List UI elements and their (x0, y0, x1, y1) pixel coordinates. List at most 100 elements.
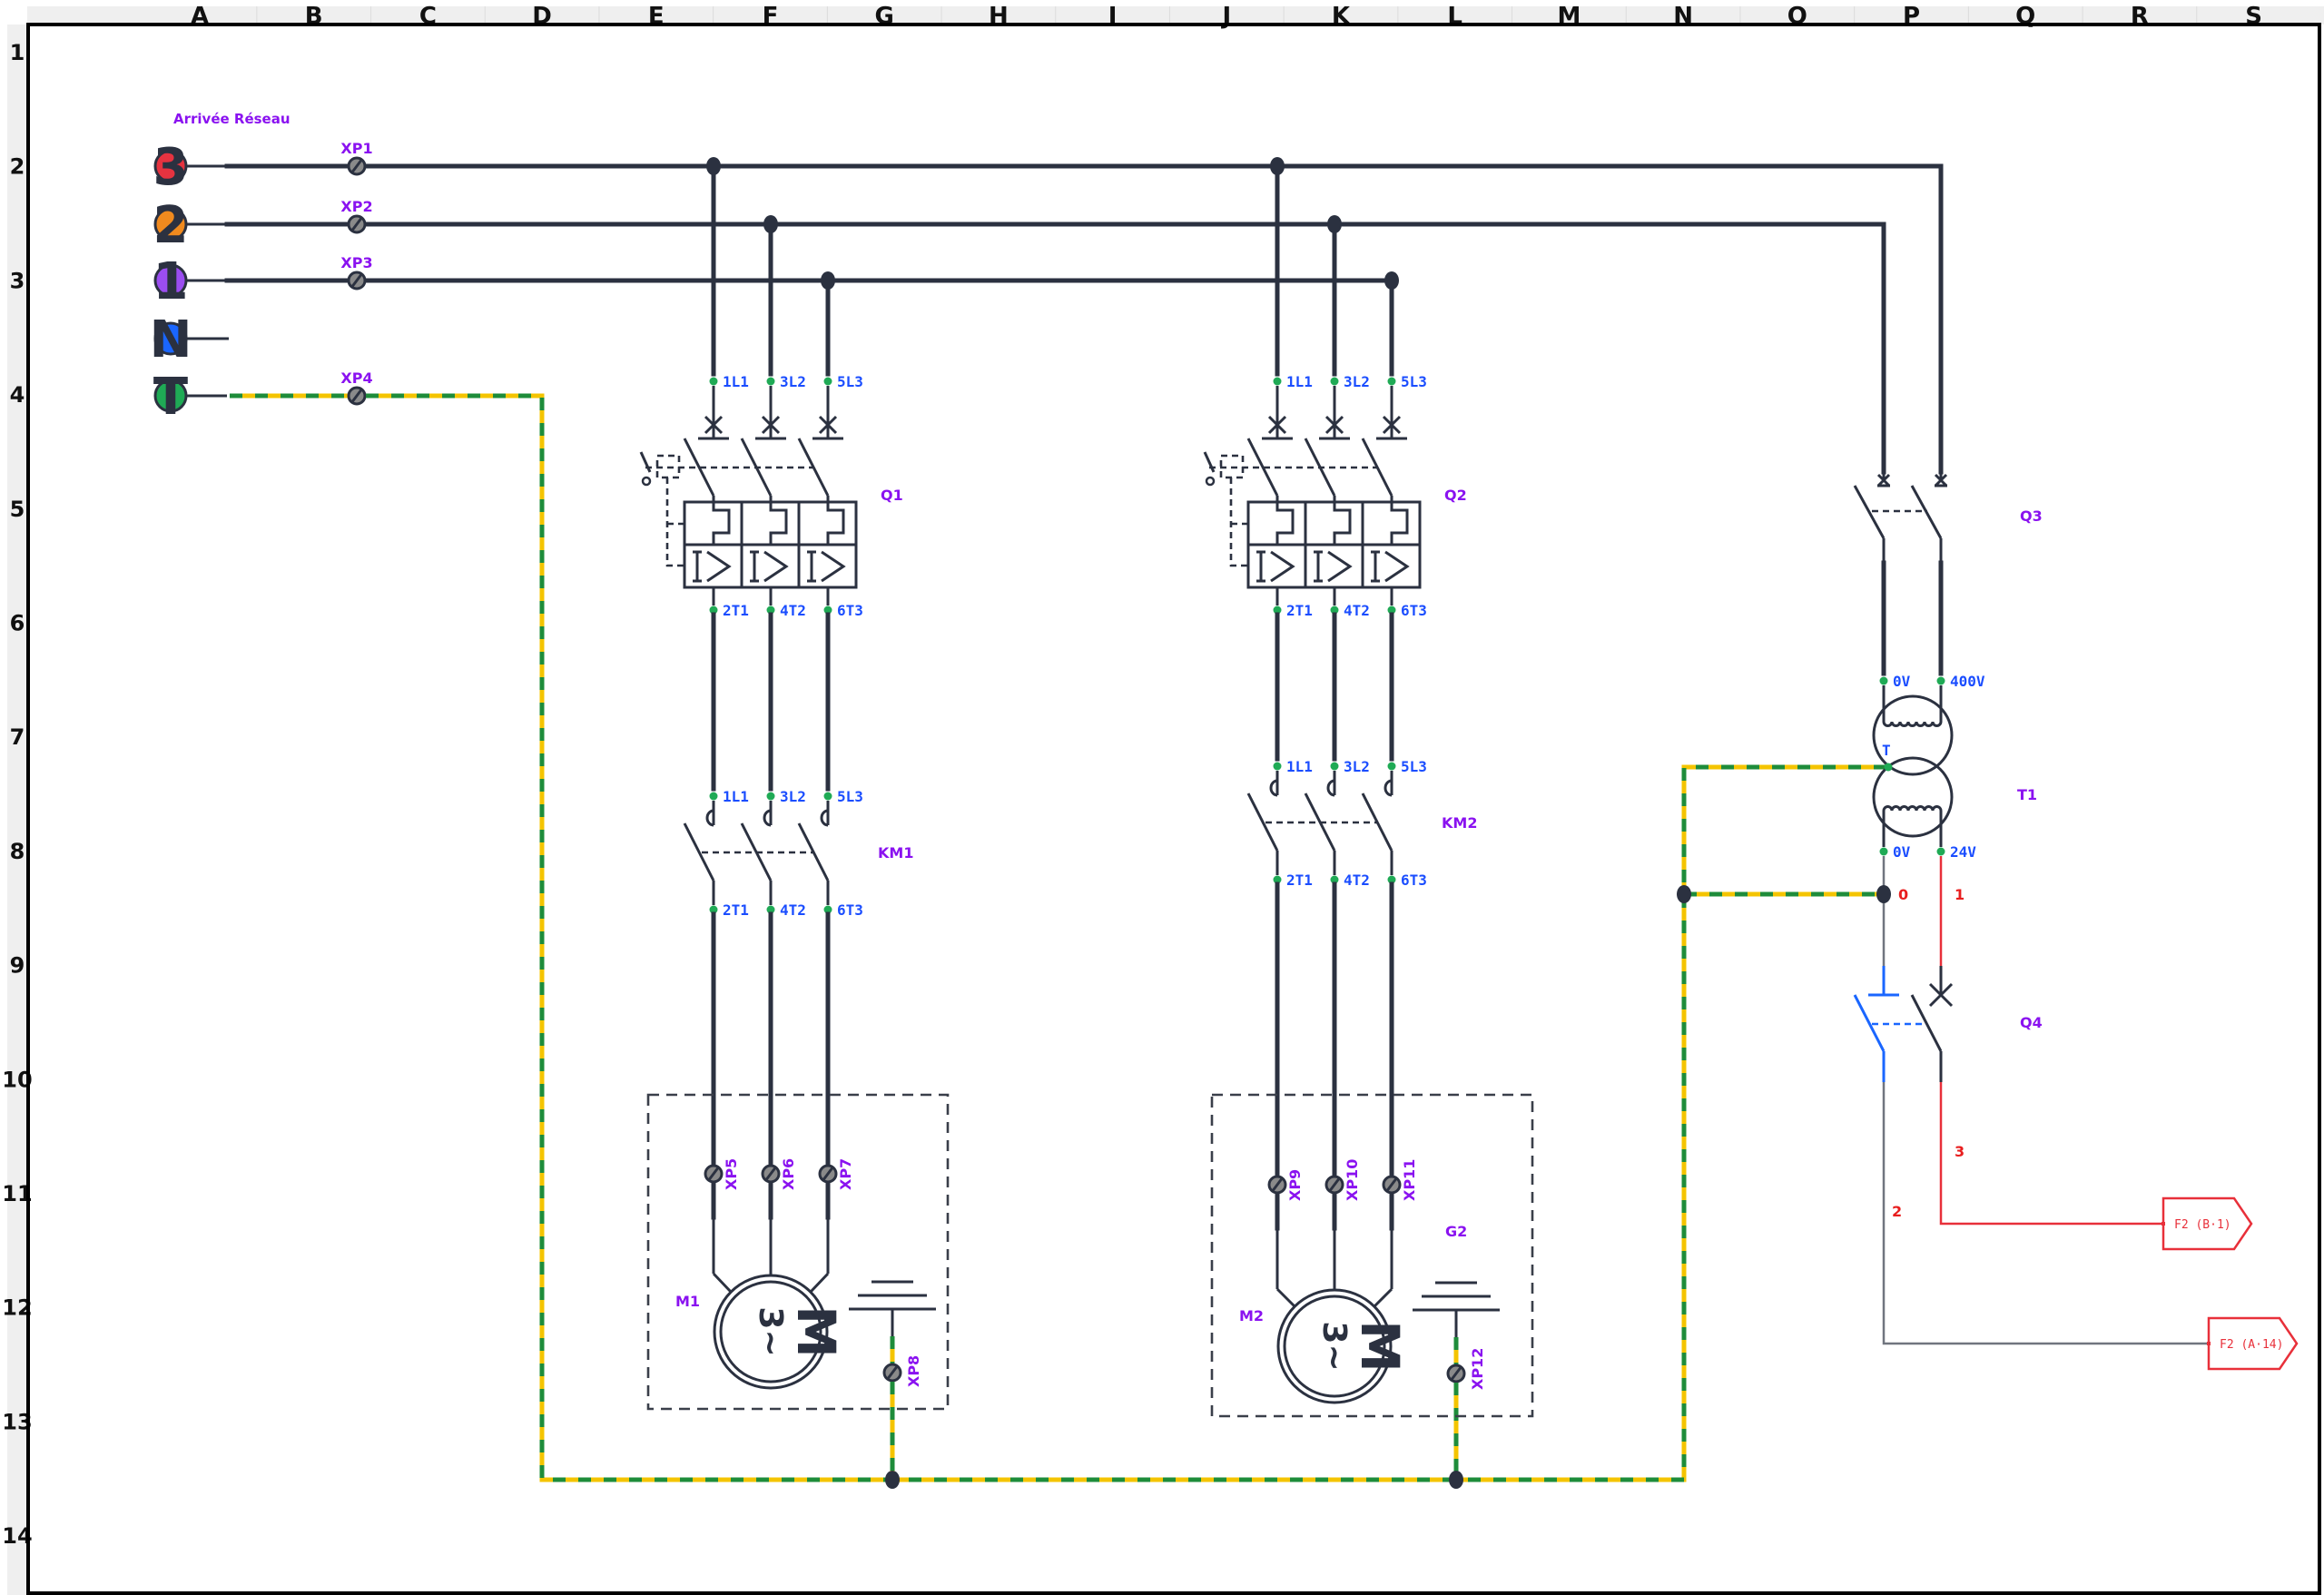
off-page-label: F2 (B·1) (2174, 1218, 2231, 1232)
terminal-label: 1L1 (1286, 758, 1313, 775)
terminal-point (709, 377, 718, 386)
terminal-point (1884, 763, 1893, 772)
junction-node (706, 157, 721, 175)
terminal-xp2 (347, 214, 367, 234)
terminal-label: XP11 (1401, 1159, 1418, 1201)
magnetic-arrow (1327, 550, 1353, 583)
terminal-label: XP5 (723, 1158, 740, 1190)
terminal-point (1330, 377, 1339, 386)
screw-slot (1449, 1365, 1463, 1382)
motor-enclosure (646, 1093, 950, 1411)
terminal-point (709, 606, 718, 615)
terminal-label: XP7 (837, 1158, 854, 1190)
thermal-symbol (1390, 502, 1409, 545)
terminal-label: 2T1 (1286, 871, 1313, 889)
circuit-breaker-q4: Q4 (1853, 966, 2043, 1082)
row-label: 2 (10, 154, 25, 180)
terminal-label: 2T1 (1286, 602, 1313, 619)
terminal-point (1387, 377, 1396, 386)
source-glyph: T (153, 368, 188, 427)
aux-link (665, 478, 684, 567)
potential-label: 2 (1892, 1203, 1902, 1220)
connection-point (2207, 1342, 2211, 1345)
magnetic-arrow (706, 550, 732, 583)
breaker-x (761, 415, 781, 435)
terminal-point (766, 905, 775, 914)
terminal-point (1879, 676, 1888, 685)
source-glyph: 1 (153, 252, 189, 311)
terminal-xp6 (761, 1164, 781, 1184)
screw-slot (350, 158, 364, 174)
potential-label: 1 (1955, 886, 1965, 903)
terminal-label: 24V (1950, 843, 1976, 861)
terminal-label: 6T3 (1401, 871, 1427, 889)
terminal-label: 4T2 (780, 901, 806, 919)
row-label: 5 (10, 497, 25, 522)
terminal-point (1879, 847, 1888, 856)
terminal-xp5 (704, 1164, 724, 1184)
breaker-x (704, 415, 724, 435)
row-label: 9 (10, 953, 25, 979)
terminal-label: 5L3 (837, 373, 863, 390)
contactor-fixed-contact (763, 809, 772, 827)
screw-slot (350, 272, 364, 289)
terminal-xp11 (1382, 1175, 1402, 1195)
component-tag: Q3 (2020, 507, 2043, 525)
breaker-blade (1246, 438, 1279, 497)
terminal-label: 2T1 (723, 901, 749, 919)
magnetic-arrow (821, 550, 846, 583)
component-tag: KM2 (1442, 814, 1477, 832)
potential-3-wire (1939, 1082, 2163, 1226)
terminal-point (823, 377, 832, 386)
motor-inner-ring (1283, 1295, 1386, 1398)
motor-symbol-m: M (785, 1305, 847, 1358)
terminal-point (1330, 762, 1339, 771)
magnetic-arrow (1270, 550, 1295, 583)
off-page-label: F2 (A·14) (2220, 1338, 2283, 1352)
terminal-xp4 (347, 386, 367, 406)
source-glyph: 3 (153, 138, 189, 197)
bus-l2 (363, 222, 1886, 475)
row-label: 4 (10, 382, 25, 408)
shield-label: T (1882, 742, 1891, 759)
motor-feeder-1: 1L12T13L24T25L36T3Q11L12T13L24T25L36T3KM… (639, 157, 950, 1489)
terminal-point (1273, 377, 1282, 386)
contactor-blade (683, 822, 715, 881)
motor-enclosure (1210, 1093, 1534, 1418)
source-l3: 3 XP1 (153, 138, 373, 197)
thermal-symbol (826, 502, 845, 545)
off-page-reference[interactable]: F2 (B·1) (2162, 1196, 2253, 1251)
breaker-x (1267, 415, 1287, 435)
screw-slot (706, 1166, 721, 1182)
aux-contact-end (1205, 476, 1216, 487)
terminal-label: 3L2 (780, 788, 806, 805)
terminal-label: 0V (1893, 843, 1911, 861)
terminal-label: 6T3 (837, 901, 863, 919)
breaker-blade (683, 438, 715, 497)
terminal-label: 3L2 (1344, 373, 1370, 390)
terminal-xp1 (347, 156, 367, 176)
terminal-label: 0V (1893, 673, 1911, 690)
screw-slot (1270, 1177, 1285, 1193)
terminal-label: 3L2 (1344, 758, 1370, 775)
screw-slot (350, 388, 364, 404)
pe-bus (366, 393, 1888, 1482)
off-page-reference[interactable]: F2 (A·14) (2207, 1316, 2299, 1371)
column-header-strip (27, 6, 2324, 25)
terminal-point (766, 792, 775, 801)
breaker-x (1928, 982, 1954, 1008)
potential-2-wire (1882, 1082, 2209, 1345)
terminal-label: 400V (1950, 673, 1985, 690)
terminal-label: XP1 (340, 140, 372, 157)
terminal-point (1936, 847, 1945, 856)
terminal-label: 1L1 (1286, 373, 1313, 390)
terminal-point (766, 377, 775, 386)
terminal-label: 6T3 (1401, 602, 1427, 619)
terminal-label: 5L3 (1401, 758, 1427, 775)
